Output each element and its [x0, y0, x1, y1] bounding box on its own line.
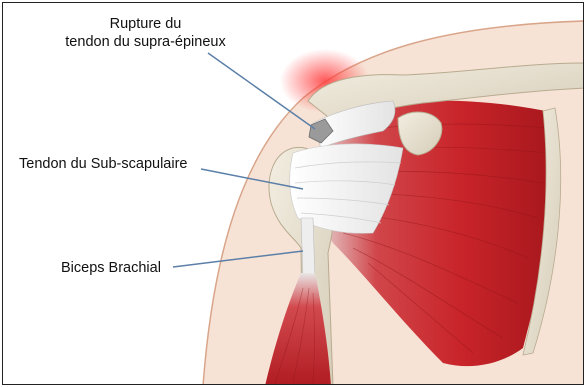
label-rupture-supraspinatus: Rupture du tendon du supra-épineux [43, 15, 248, 51]
label-rupture-line2: tendon du supra-épineux [43, 33, 248, 51]
biceps-tendon [301, 218, 315, 278]
label-rupture-line1: Rupture du [43, 15, 248, 33]
label-biceps-brachial: Biceps Brachial [61, 259, 161, 277]
diagram-frame: Rupture du tendon du supra-épineux Tendo… [2, 2, 584, 385]
shoulder-anatomy-illustration [3, 3, 584, 385]
label-subscapulaire-tendon: Tendon du Sub-scapulaire [19, 155, 187, 173]
